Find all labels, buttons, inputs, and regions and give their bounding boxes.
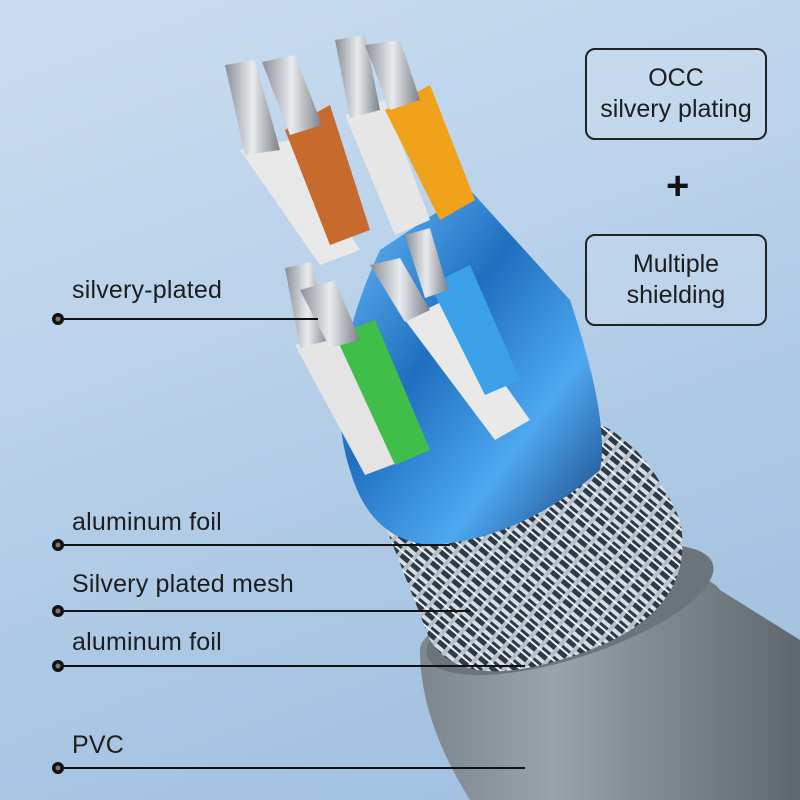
leader-aluminum-foil-1: [52, 539, 450, 551]
wire-white-lower-right: [370, 258, 530, 440]
wire-white-top-right: [335, 35, 430, 235]
leader-aluminum-foil-2: [52, 660, 525, 672]
callout-silvery-plated-mesh: Silvery plated mesh: [72, 570, 294, 598]
leader-silvery-plated: [52, 313, 318, 325]
callout-aluminum-foil-outer: aluminum foil: [72, 628, 222, 656]
feature-box-shielding-line1: Multiple: [632, 250, 720, 278]
wire-blue: [405, 228, 520, 395]
leader-pvc: [52, 762, 525, 774]
feature-box-occ-line2: silvery plating: [600, 95, 752, 123]
wire-orange: [262, 55, 370, 245]
feature-box-occ-line1: OCC: [648, 64, 704, 92]
callout-silvery-plated: silvery-plated: [72, 276, 223, 304]
callout-aluminum-foil-inner: aluminum foil: [72, 508, 222, 536]
callout-pvc: PVC: [72, 731, 125, 759]
leader-silvery-plated-mesh: [52, 605, 470, 617]
plus-sign: +: [666, 164, 690, 208]
feature-box-shielding: Multiple shielding: [585, 234, 767, 326]
wire-yellow: [365, 40, 475, 220]
feature-box-occ: OCC silvery plating: [585, 48, 767, 140]
feature-box-shielding-line2: shielding: [626, 281, 726, 309]
wire-green: [300, 280, 430, 465]
wire-white-lower-left: [285, 262, 405, 475]
